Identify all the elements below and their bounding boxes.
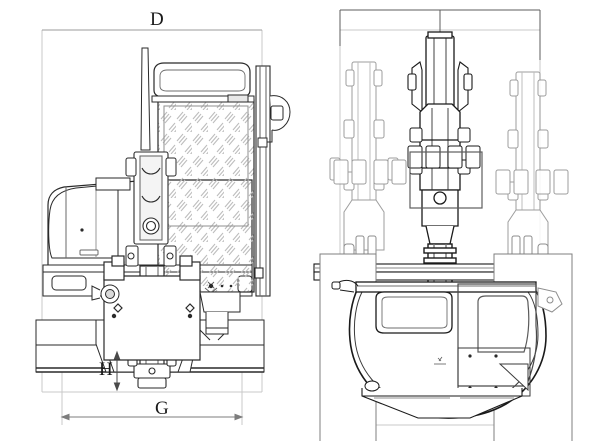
right-view-graphic: [313, 9, 573, 441]
cab-roof-rail: [153, 62, 251, 98]
right-post: [254, 65, 271, 297]
mirror-bracket: [257, 95, 291, 148]
left-view-panel: D G H: [35, 9, 291, 425]
engine-hood: [457, 283, 538, 387]
center-bottom-marks: [434, 356, 446, 365]
engine-cover: [48, 183, 119, 259]
walkway-detail: [199, 291, 241, 341]
hose-connector: [331, 279, 359, 293]
boom-center-position: [407, 31, 483, 291]
side-hydraulics: [91, 284, 120, 304]
right-detail-cluster: [204, 281, 233, 294]
dimension-G: [60, 413, 244, 421]
cab-window: [375, 291, 453, 334]
dimension-label-D: D: [150, 9, 164, 30]
dimension-label-G: G: [155, 398, 169, 419]
dimension-label-H: H: [99, 359, 113, 380]
blade-skirt: [361, 388, 523, 419]
right-view-panel: E F ᄄ ᄀ: [300, 0, 600, 441]
right-arm-pivot: [537, 287, 563, 313]
left-view-graphic: [35, 29, 291, 425]
hood-strip: [95, 177, 131, 191]
boom-left-position: [329, 61, 407, 251]
boom-right-position: [495, 71, 569, 259]
swing-bracket: [103, 255, 201, 361]
machine-body: [319, 253, 573, 441]
dimension-H: [113, 350, 121, 392]
deck-cap: [151, 94, 255, 103]
